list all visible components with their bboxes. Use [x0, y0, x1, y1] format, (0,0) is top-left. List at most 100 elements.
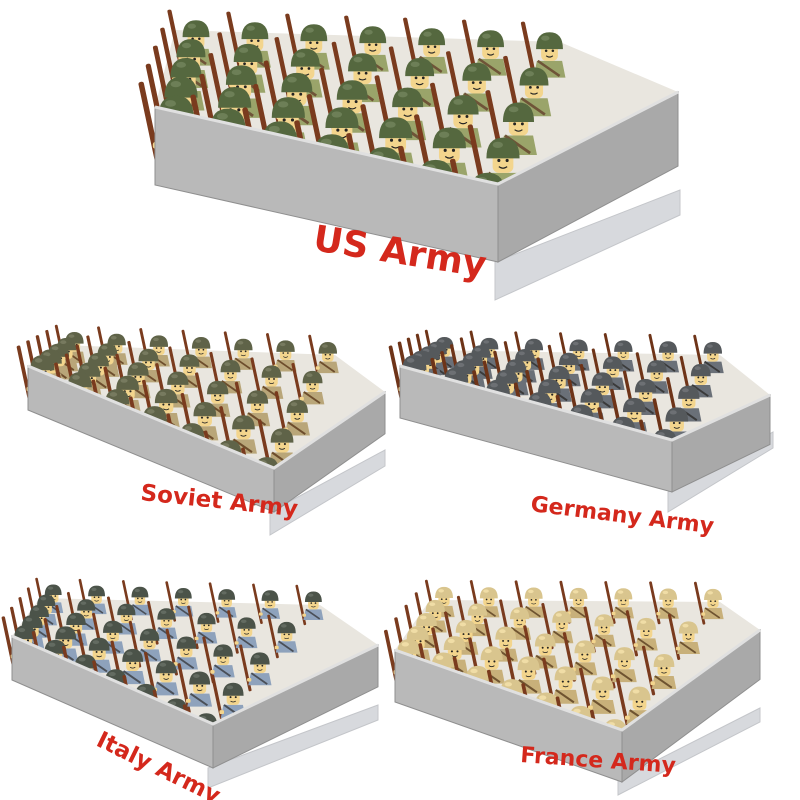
eye	[307, 67, 311, 70]
eye	[167, 619, 170, 622]
helmet-highlight	[109, 392, 118, 397]
strap	[654, 675, 673, 689]
helmet-highlight	[236, 418, 244, 423]
helmet-highlight	[181, 42, 191, 49]
helmet-highlight	[217, 646, 224, 651]
helmet-highlight	[59, 628, 66, 633]
helmet-highlight	[532, 395, 540, 400]
eye	[198, 37, 201, 41]
eye	[87, 610, 90, 613]
mouth	[463, 637, 469, 640]
helmet-highlight	[555, 613, 562, 617]
us-army-box: US Army	[138, 9, 681, 301]
helmet-highlight	[650, 362, 657, 367]
eye	[283, 633, 286, 636]
mouth	[137, 601, 143, 603]
eye	[309, 383, 311, 386]
minifigure	[208, 582, 237, 623]
strap	[518, 678, 538, 694]
helmet	[149, 335, 169, 347]
eye	[581, 653, 584, 656]
mouth	[643, 634, 649, 637]
helmet-highlight	[200, 615, 207, 619]
helmet-highlight	[662, 343, 669, 347]
mouth	[83, 614, 89, 617]
eye	[232, 372, 234, 375]
hand	[591, 639, 596, 644]
box-rim	[399, 364, 771, 442]
eye	[567, 680, 570, 683]
mouth	[196, 689, 203, 692]
eye	[186, 367, 188, 369]
eye	[364, 71, 368, 75]
helmet-highlight	[108, 671, 116, 677]
eye	[109, 633, 112, 636]
eye	[563, 623, 566, 625]
eye	[478, 615, 481, 618]
france-army-box: France Army	[383, 579, 761, 796]
helmet-highlight	[178, 590, 184, 594]
hand	[610, 674, 616, 679]
helmet-highlight	[231, 69, 242, 76]
helmet-highlight	[253, 654, 260, 659]
mouth	[542, 651, 549, 653]
hand	[247, 677, 252, 682]
hand	[656, 612, 661, 616]
eye	[690, 399, 693, 402]
eye	[336, 128, 340, 132]
eye	[278, 442, 281, 446]
eye	[647, 630, 650, 633]
eye	[485, 598, 488, 601]
eye	[490, 349, 493, 352]
helmet-highlight	[164, 100, 176, 107]
helmet-highlight	[176, 61, 186, 68]
helmet-highlight	[25, 617, 33, 622]
mouth	[403, 114, 412, 117]
helmet-highlight	[682, 623, 689, 628]
minifigure	[121, 580, 150, 621]
minifigure	[128, 620, 162, 668]
mouth	[309, 387, 316, 390]
eye	[168, 403, 171, 406]
minifigure	[693, 334, 724, 379]
minifigure	[295, 584, 324, 626]
helmet	[241, 22, 269, 40]
mouth	[486, 53, 495, 56]
minifigure	[579, 667, 616, 721]
strap	[704, 607, 721, 619]
mouth	[96, 655, 103, 658]
eye	[167, 673, 170, 676]
strap	[247, 412, 267, 426]
helmet-highlight	[277, 101, 289, 108]
helmet-highlight	[528, 589, 534, 594]
mouth	[198, 352, 204, 355]
helmet-highlight	[595, 679, 603, 684]
helmet-highlight	[438, 339, 445, 343]
mouth	[665, 357, 671, 359]
eye	[224, 656, 227, 659]
eye	[517, 372, 520, 375]
hand	[274, 645, 279, 650]
mouth	[654, 377, 660, 379]
baseplate	[269, 449, 386, 536]
helmet-highlight	[572, 341, 579, 346]
mouth	[156, 351, 162, 353]
helmet-highlight	[410, 61, 420, 68]
mouth	[174, 389, 181, 392]
eye	[243, 62, 246, 66]
strap	[504, 134, 531, 155]
eye	[282, 118, 286, 122]
hand	[611, 611, 616, 616]
eye	[551, 393, 554, 396]
eye	[141, 597, 143, 600]
eye	[641, 392, 644, 395]
helmet-highlight	[562, 355, 569, 359]
hand	[215, 611, 220, 615]
eye	[26, 639, 30, 642]
helmet-highlight	[538, 636, 546, 640]
eye	[546, 646, 549, 649]
eye	[536, 85, 539, 89]
helmet-highlight	[508, 106, 519, 113]
helmet	[435, 586, 453, 599]
eye	[114, 633, 117, 636]
